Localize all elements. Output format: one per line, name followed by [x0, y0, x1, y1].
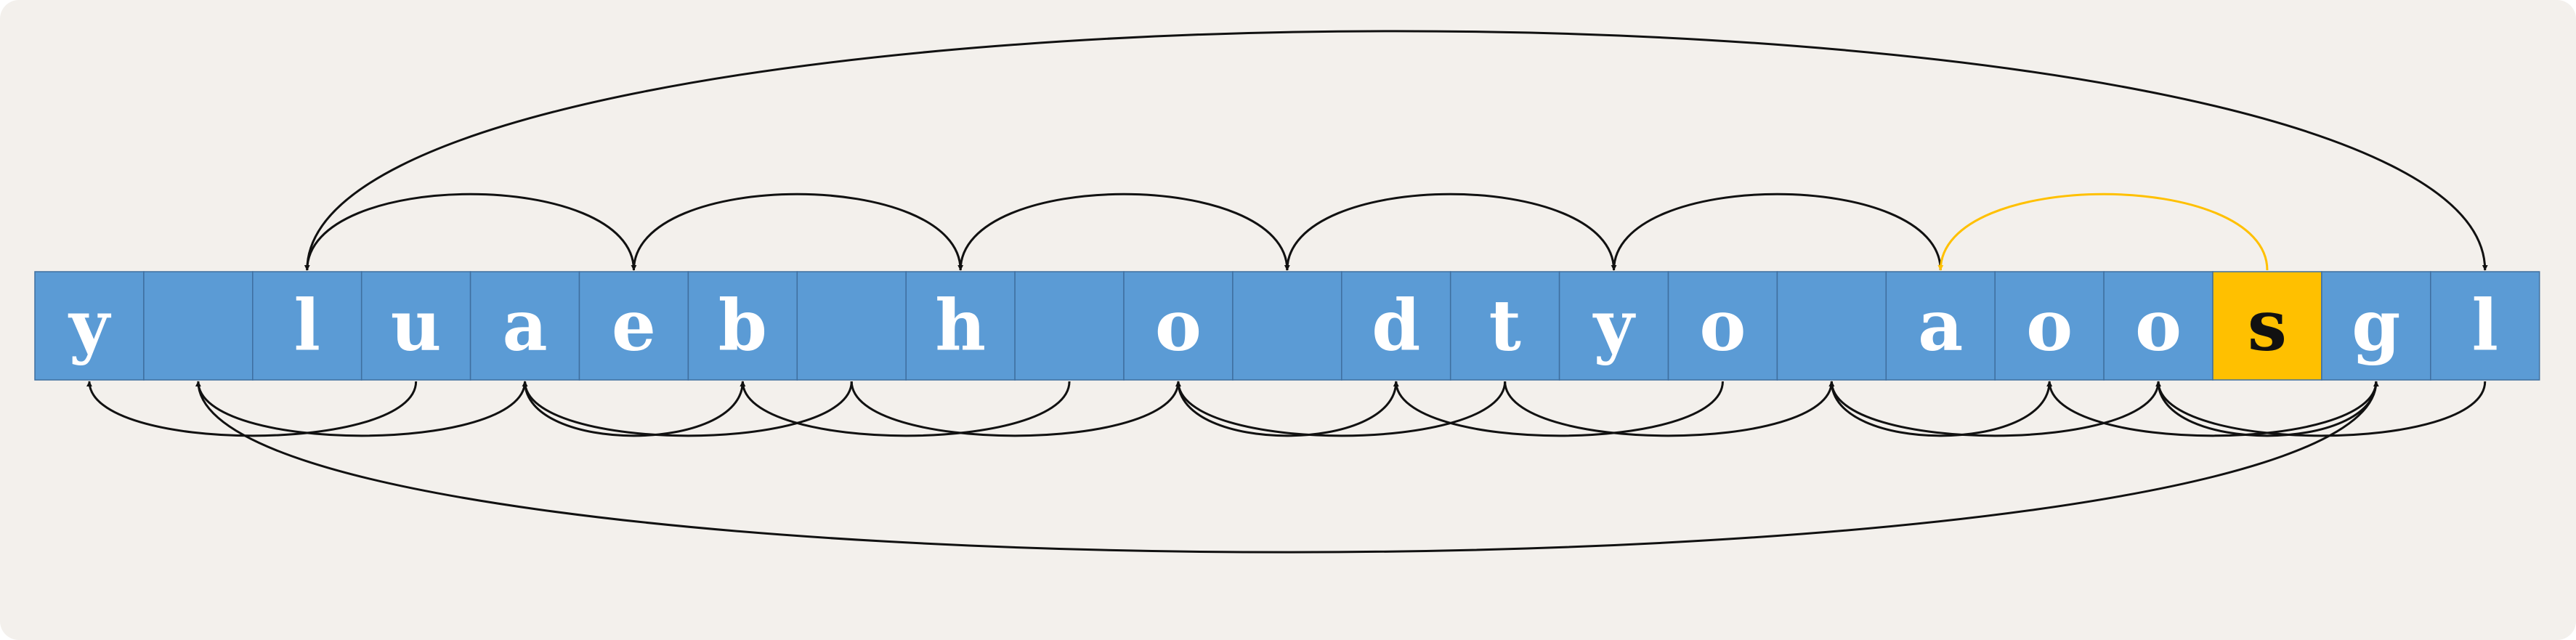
bottom-arc-arrow [1504, 381, 1835, 437]
cell-box [1558, 271, 1669, 381]
cell-box [2430, 271, 2540, 381]
sequence-cell: l [2430, 271, 2540, 381]
bottom-arc-arrow [740, 381, 1071, 437]
cell-box [1994, 271, 2105, 381]
sequence-cell [1232, 271, 1342, 381]
bottom-arc-arrow [1175, 381, 1507, 437]
sequence-cell [143, 271, 254, 381]
cell-box [1885, 271, 1996, 381]
bottom-arc-arrow [2155, 381, 2487, 437]
bottom-arc-arrow [2157, 381, 2379, 437]
top-arc-arrow [306, 30, 2488, 271]
bottom-arc-arrow [195, 381, 2378, 554]
arcs-layer [86, 30, 2488, 554]
cell-box [360, 271, 471, 381]
bottom-arc-arrow [2046, 381, 2378, 437]
sequence-cell: e [578, 271, 689, 381]
cell-letter: d [1372, 285, 1420, 367]
cell-box [905, 271, 1016, 381]
highlighted-arc-arrow [1937, 193, 2269, 271]
sequence-cell: h [905, 271, 1016, 381]
sequence-cell: b [687, 271, 798, 381]
cell-box [1776, 271, 1887, 381]
cell-letter: o [1699, 285, 1746, 367]
top-arc-arrow [631, 193, 962, 271]
cell-box [1449, 271, 1560, 381]
sequence-cell: l [252, 271, 362, 381]
cell-letter: u [391, 285, 442, 367]
cell-box [1667, 271, 1778, 381]
cell-letter: b [718, 285, 767, 367]
cell-box [143, 271, 254, 381]
sequence-cell [796, 271, 907, 381]
highlighted-cell-box [2212, 271, 2322, 381]
bottom-arc-arrow [1177, 381, 1399, 437]
cell-letter: o [1155, 285, 1202, 367]
cell-letter: y [1592, 285, 1637, 367]
top-arc-arrow [957, 193, 1289, 271]
top-arc-arrow [1611, 193, 1942, 271]
cell-box [578, 271, 689, 381]
cell-letter: a [1918, 285, 1963, 367]
cell-letter: o [2026, 285, 2073, 367]
cell-box [1123, 271, 1234, 381]
cell-letter: t [1489, 285, 1520, 367]
cell-box [1232, 271, 1342, 381]
sequence-cell: y [34, 271, 145, 381]
sequence-cell: u [360, 271, 471, 381]
sequence-cell: o [1667, 271, 1778, 381]
top-arc-arrow [304, 193, 635, 271]
bottom-arc-arrow [850, 381, 1181, 437]
cell-box [687, 271, 798, 381]
cell-letter: o [2135, 285, 2182, 367]
bottom-arc-arrow [86, 381, 418, 437]
cell-letter: g [2352, 285, 2400, 367]
cell-letter: l [294, 285, 320, 367]
cell-box [252, 271, 362, 381]
cell-box [34, 271, 145, 381]
sequence-cell: o [2103, 271, 2214, 381]
cell-letter: y [68, 285, 112, 367]
cell-letter: l [2472, 285, 2498, 367]
bottom-arc-arrow [524, 381, 746, 437]
sequence-cell [1776, 271, 1887, 381]
sequence-cell: t [1449, 271, 1560, 381]
bottom-arc-arrow [1830, 381, 2053, 437]
cell-letter: h [935, 285, 986, 367]
top-arc-arrow [1284, 193, 1616, 271]
cell-letter: s [2248, 285, 2287, 367]
bottom-arc-arrow [1393, 381, 1724, 437]
sequence-cell: d [1341, 271, 1451, 381]
sequence-cell: o [1994, 271, 2105, 381]
cell-box [469, 271, 580, 381]
sequence-cell: g [2321, 271, 2431, 381]
bottom-arc-arrow [197, 381, 528, 437]
cell-letter: e [612, 285, 656, 367]
sequence-cell: o [1123, 271, 1234, 381]
sequence-cell: s [2212, 271, 2322, 381]
cell-box [796, 271, 907, 381]
sequence-cell: y [1558, 271, 1669, 381]
sequence-cell: a [1885, 271, 1996, 381]
cell-letter: a [502, 285, 547, 367]
bottom-arc-arrow [1828, 381, 2160, 437]
bottom-arc-arrow [522, 381, 853, 437]
cell-box [2103, 271, 2214, 381]
cell-box [1014, 271, 1125, 381]
sequence-cell [1014, 271, 1125, 381]
cell-box [1341, 271, 1451, 381]
cell-box [2321, 271, 2431, 381]
sequence-cell: a [469, 271, 580, 381]
